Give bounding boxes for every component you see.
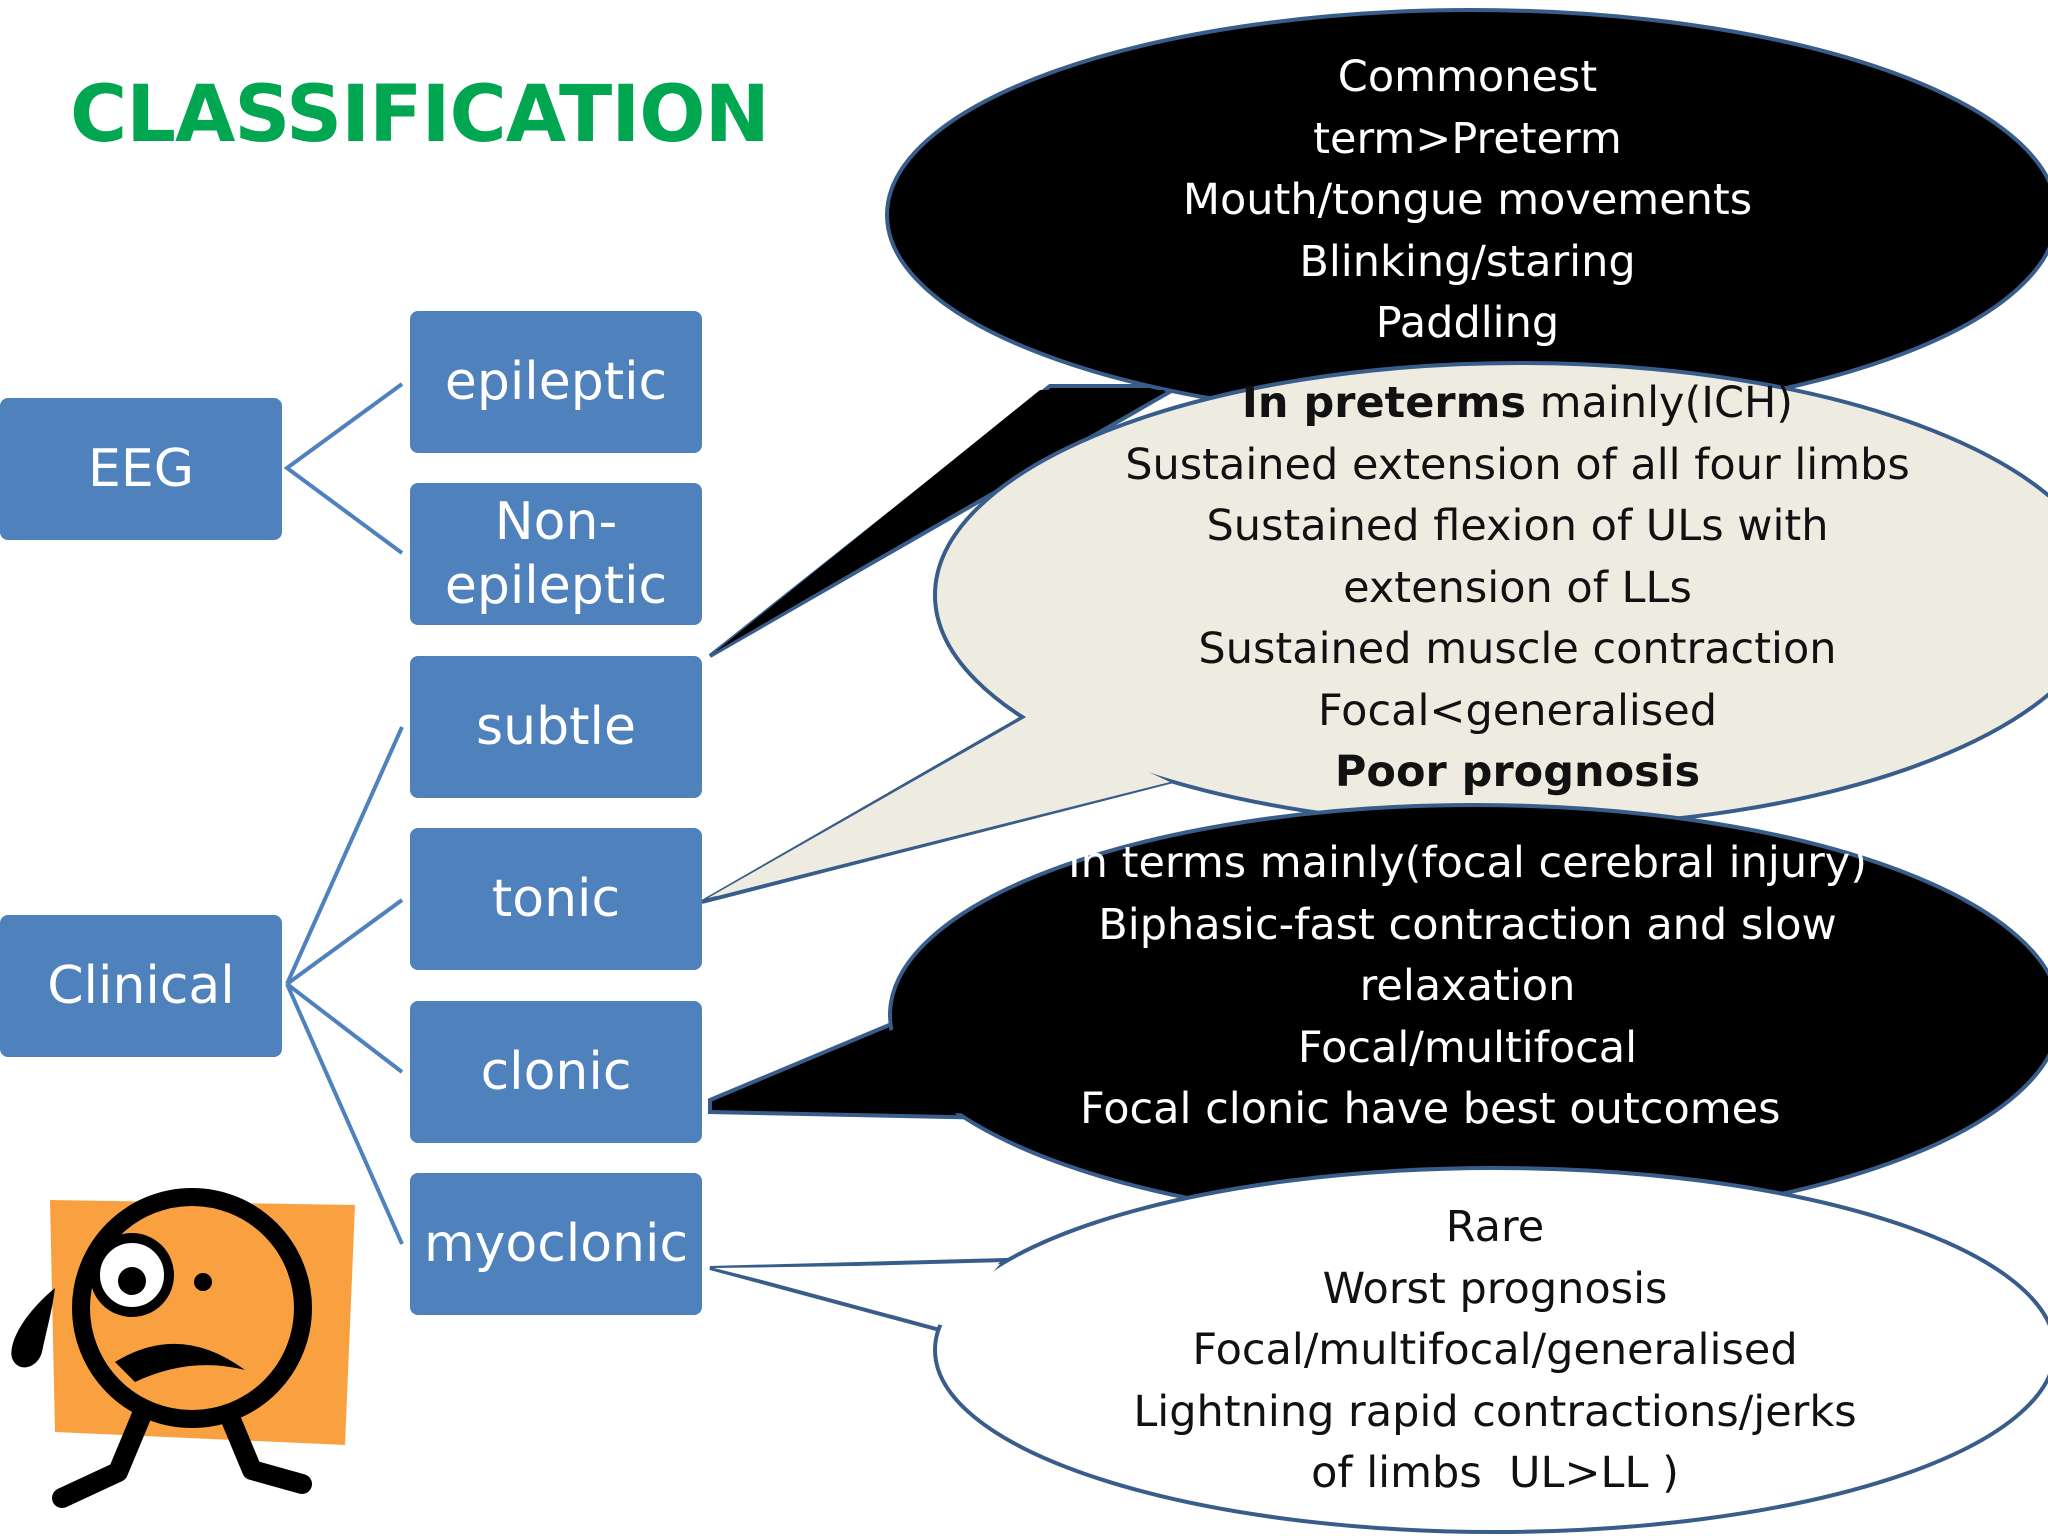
subtle-bubble-text: Commonest term>Preterm Mouth/tongue move… (1110, 47, 1825, 355)
figure-frown (115, 1343, 245, 1382)
clonic-line: In terms mainly(focal cerebral injury) (1068, 838, 1867, 888)
tonic-prognosis-line: Poor prognosis (1334, 747, 1701, 797)
subtle-line: Commonest (1337, 52, 1598, 102)
tonic-line: Sustained flexion of ULs with (1206, 501, 1829, 551)
tonic-callout (701, 361, 2048, 904)
clonic-bubble-text: In terms mainly(focal cerebral injury) B… (1060, 833, 1875, 1141)
tonic-line: extension of LLs (1343, 562, 1692, 613)
subtle-label: subtle (476, 697, 636, 757)
clinical-myoclonic-connector (285, 983, 404, 1245)
tonic-label: tonic (491, 869, 621, 929)
figure-sweat-drop (11, 1288, 55, 1368)
clinical-label: Clinical (47, 956, 235, 1016)
epileptic-box: epileptic (410, 311, 702, 453)
myoclonic-line: Focal/multifocal/generalised (1192, 1325, 1798, 1375)
eeg-connector (283, 382, 404, 555)
tonic-callout-joint (708, 716, 1170, 898)
myoclonic-line: of limbs UL>LL ) (1311, 1448, 1679, 1498)
clonic-line: Focal/multifocal (1297, 1022, 1638, 1073)
myoclonic-callout-joint (714, 1264, 1000, 1326)
clonic-callout (708, 803, 2048, 1227)
non-epileptic-label-line2: epileptic (444, 556, 668, 616)
clonic-line: relaxation (1359, 961, 1576, 1011)
clinical-clonic-connector (285, 982, 404, 1074)
figure-pupil-left (118, 1267, 146, 1295)
tonic-preterms-rest: mainly(ICH) (1525, 378, 1794, 428)
figure-eye-right (194, 1273, 212, 1291)
epileptic-label: epileptic (444, 352, 668, 412)
figure-legs (52, 1388, 312, 1508)
connector-lines (283, 382, 404, 1245)
subtle-line: term>Preterm (1313, 113, 1622, 164)
subtle-line: Blinking/staring (1299, 236, 1636, 287)
clonic-label: clonic (480, 1042, 632, 1102)
tonic-line: Sustained extension of all four limbs (1125, 439, 1910, 490)
tonic-line: Sustained muscle contraction (1198, 624, 1837, 674)
tonic-line: Focal<generalised (1317, 685, 1717, 736)
subtle-line: Paddling (1375, 298, 1560, 348)
clinical-tonic-connector (285, 898, 404, 986)
non-epileptic-box: Non- epileptic (410, 483, 702, 625)
tonic-box: tonic (410, 828, 702, 970)
clonic-line: Biphasic-fast contraction and slow (1098, 899, 1837, 950)
subtle-box: subtle (410, 656, 702, 798)
worried-figure-illustration (11, 1188, 355, 1508)
slide-title: CLASSIFICATION (70, 70, 770, 160)
tonic-preterms-bold: In preterms (1241, 378, 1526, 428)
myoclonic-callout (709, 1166, 2048, 1534)
eeg-label: EEG (87, 439, 194, 499)
clonic-line: Focal clonic have best outcomes (1080, 1084, 1781, 1134)
myoclonic-callout-ellipse (933, 1166, 2048, 1534)
subtle-line: Mouth/tongue movements (1182, 175, 1753, 225)
clonic-callout-joint (714, 1014, 995, 1114)
clonic-box: clonic (410, 1001, 702, 1143)
non-epileptic-label-line1: Non- (494, 492, 618, 552)
eeg-box: EEG (0, 398, 282, 540)
myoclonic-line: Lightning rapid contractions/jerks (1133, 1386, 1857, 1437)
myoclonic-line: Worst prognosis (1322, 1263, 1668, 1314)
clinical-subtle-connector (285, 726, 404, 985)
myoclonic-line: Rare (1445, 1202, 1545, 1252)
myoclonic-box: myoclonic (410, 1173, 702, 1315)
tonic-line: In preterms mainly(ICH) (1110, 373, 1925, 435)
myoclonic-bubble-text: Rare Worst prognosis Focal/multifocal/ge… (1110, 1197, 1880, 1505)
clinical-box: Clinical (0, 915, 282, 1057)
tonic-bubble-text: In preterms mainly(ICH) Sustained extens… (1110, 373, 1925, 804)
myoclonic-label: myoclonic (423, 1214, 689, 1274)
